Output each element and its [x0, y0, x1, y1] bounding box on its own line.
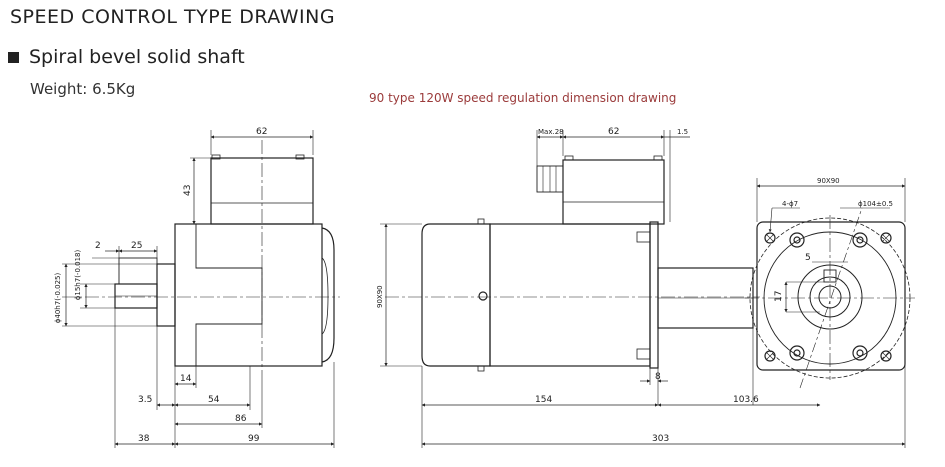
section-heading: Spiral bevel solid shaft	[8, 46, 245, 68]
dim-box-width: 62	[256, 127, 267, 137]
dim-key-25: 25	[131, 241, 142, 251]
motor-rear-cap	[421, 223, 491, 367]
shaft-key	[118, 257, 158, 285]
flange-plate	[649, 221, 659, 369]
front-view-labels: 90X90 4-ϕ7 ϕ104±0.5 5 17	[774, 177, 893, 302]
box-tab-left	[211, 154, 221, 160]
dim-shaft-40: ϕ40h7(-0.025)	[54, 273, 62, 324]
motor-body	[489, 223, 651, 367]
drawing-caption: 90 type 120W speed regulation dimension …	[369, 91, 677, 105]
dim-key-17: 17	[774, 291, 784, 302]
dim-pcd: ϕ104±0.5	[858, 200, 893, 208]
dim-frame-90: 90X90	[376, 285, 384, 308]
dim-14: 14	[180, 374, 192, 384]
dim-8: 8	[655, 372, 661, 382]
front-end-view	[745, 178, 915, 389]
dim-303: 303	[652, 434, 669, 444]
housing-end-cap	[321, 227, 335, 363]
dim-103-6: 103.6	[733, 395, 759, 405]
square-bullet-icon	[8, 51, 19, 63]
page-title: SPEED CONTROL TYPE DRAWING	[10, 6, 336, 28]
dim-99: 99	[248, 434, 260, 444]
dim-holes: 4-ϕ7	[782, 200, 798, 208]
left-side-view	[62, 130, 340, 448]
dim-key-5: 5	[805, 253, 811, 263]
vent-hole	[478, 291, 488, 301]
dim-key-2: 2	[95, 241, 101, 251]
dim-1-5: 1.5	[677, 128, 688, 136]
right-view-labels: Max.28 62 1.5 90X90 8 154 103.6 303	[376, 127, 759, 444]
dim-3-5: 3.5	[138, 395, 152, 405]
dim-square-90: 90X90	[817, 177, 840, 185]
dim-154: 154	[535, 395, 552, 405]
dim-54: 54	[208, 395, 220, 405]
right-side-view	[380, 130, 906, 448]
dim-box-62: 62	[608, 127, 619, 137]
dim-shaft-15: ϕ15h7(-0.018)	[74, 250, 82, 301]
output-flange	[156, 263, 176, 327]
left-view-labels: 62 43 2 25 ϕ15h7(-0.018) ϕ40h7(-0.025) 1…	[54, 127, 267, 444]
box-tab-right	[295, 154, 305, 160]
dim-38: 38	[138, 434, 150, 444]
section-title: Spiral bevel solid shaft	[29, 46, 245, 68]
dim-box-height: 43	[183, 185, 193, 196]
gear-housing	[174, 223, 323, 367]
dim-max28: Max.28	[538, 128, 564, 136]
terminal-box	[562, 159, 665, 225]
dim-86: 86	[235, 414, 247, 424]
square-flange	[756, 221, 906, 371]
weight-label: Weight: 6.5Kg	[30, 80, 136, 98]
